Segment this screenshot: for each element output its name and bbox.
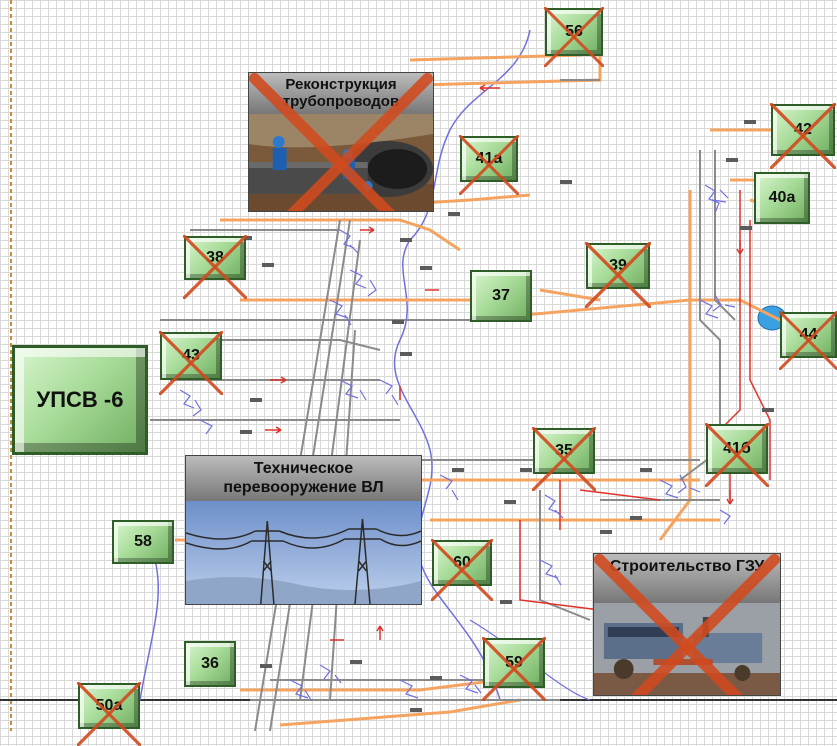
well-43[interactable]: 43 [160, 332, 222, 380]
card-title: Техническое перевооружение ВЛ [186, 456, 421, 501]
well-42[interactable]: 42 [771, 104, 835, 156]
well-label: 42 [794, 121, 812, 139]
well-label: 56 [565, 23, 583, 41]
well-41b[interactable]: 41б [706, 424, 768, 474]
well-36[interactable]: 36 [184, 641, 236, 687]
well-label: 43 [182, 347, 200, 365]
pipeline-workers-photo [249, 114, 433, 212]
well-label: 38 [206, 249, 224, 267]
well-label: 41б [723, 440, 751, 458]
well-50a[interactable]: 50а [78, 683, 140, 729]
well-58[interactable]: 58 [112, 520, 174, 564]
well-59[interactable]: 59 [483, 638, 545, 688]
well-60[interactable]: 60 [432, 540, 492, 586]
well-label: 36 [201, 655, 219, 673]
power-line-towers-photo [186, 501, 421, 605]
project-card-gzu-construction[interactable]: Строительство ГЗУ [593, 553, 781, 696]
well-label: 40а [769, 189, 796, 207]
well-39[interactable]: 39 [586, 243, 650, 289]
well-label: УПСВ -6 [37, 387, 124, 413]
project-card-pipeline-reconstruction[interactable]: Реконструкция трубопроводов [248, 72, 434, 212]
well-label: 39 [609, 257, 627, 275]
well-label: 59 [505, 654, 523, 672]
project-card-power-line-upgrade[interactable]: Техническое перевооружение ВЛ [185, 455, 422, 605]
card-title: Строительство ГЗУ [594, 554, 780, 603]
well-38[interactable]: 38 [184, 236, 246, 280]
well-35[interactable]: 35 [533, 428, 595, 474]
well-label: 58 [134, 533, 152, 551]
well-41a[interactable]: 41а [460, 136, 518, 182]
well-upsv-6[interactable]: УПСВ -6 [12, 345, 148, 455]
well-label: 60 [453, 554, 471, 572]
well-40a[interactable]: 40а [754, 172, 810, 224]
well-label: 35 [555, 442, 573, 460]
well-label: 37 [492, 287, 510, 305]
gas-metering-unit-photo [594, 603, 780, 696]
well-44[interactable]: 44 [780, 312, 837, 358]
well-56[interactable]: 56 [545, 8, 603, 56]
well-label: 41а [476, 150, 503, 168]
well-37[interactable]: 37 [470, 270, 532, 322]
well-label: 44 [800, 326, 818, 344]
card-title: Реконструкция трубопроводов [249, 73, 433, 114]
well-label: 50а [96, 697, 123, 715]
